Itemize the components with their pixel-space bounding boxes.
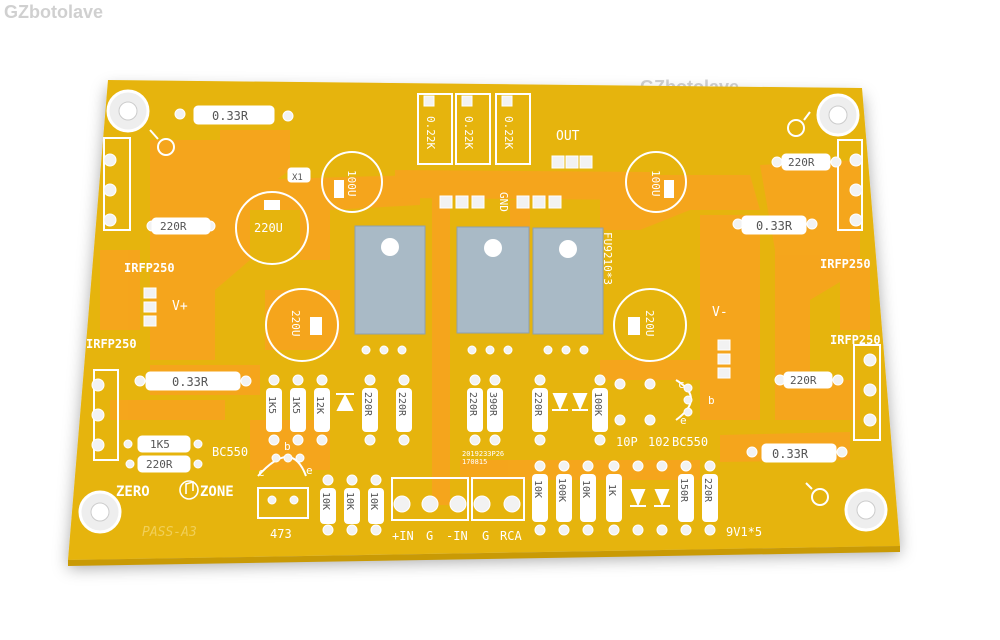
label-v-220r-b: 220R [396, 392, 407, 417]
label-fu: FU9210*3 [601, 232, 614, 285]
label-r220-left: 220R [160, 220, 187, 233]
label-v-100k-a: 100K [592, 392, 603, 416]
label-r220-left-low: 220R [146, 458, 173, 471]
label-r033-1: 0.33R [212, 109, 249, 123]
mounting-holes [78, 89, 888, 534]
music-note-icon [179, 480, 199, 500]
label-v-10k-d: 10K [532, 480, 543, 498]
label-220u-a: 220U [254, 221, 283, 235]
label-date-code: 2019233P26 [462, 450, 504, 458]
pin-label-b-left: b [284, 440, 291, 453]
label-out: OUT [556, 129, 580, 144]
label-r220-right-mid: 220R [790, 374, 817, 387]
board-edge [68, 546, 900, 566]
label-irfp-top-left: IRFP250 [124, 261, 175, 275]
pin-label-e-left: e [306, 464, 313, 477]
pin-label-c-right: c [678, 378, 685, 391]
label-c022-2: 0.22K [462, 116, 475, 149]
label-g2: G [482, 529, 489, 543]
label-v-220r-c: 220R [467, 392, 478, 417]
label-v-10k-e: 10K [580, 480, 591, 498]
label-v-220r-a: 220R [362, 392, 373, 417]
label-irfp-mid-right: IRFP250 [830, 333, 881, 347]
label-coil: X1 [292, 173, 303, 183]
label-bc550-left: BC550 [212, 445, 248, 459]
pads [91, 95, 877, 536]
screw-icon [149, 111, 829, 506]
label-r033-4: 0.33R [772, 447, 809, 461]
label-v-10k-a: 10K [320, 492, 331, 510]
watermark-top-left: GZbotolave [4, 2, 104, 22]
logo-zone: ZONE [200, 484, 234, 500]
label-473: 473 [270, 527, 292, 541]
label-in-neg: -IN [446, 529, 468, 543]
silkscreen [93, 93, 881, 521]
label-v-plus: V+ [172, 299, 188, 314]
label-220u-c: 220U [643, 310, 656, 337]
label-100u-left: 100U [345, 170, 358, 197]
label-v-390r: 390R [487, 392, 498, 417]
label-v-10k-c: 10K [368, 492, 379, 510]
label-in-pos: +IN [392, 529, 414, 543]
label-date-code2: 170815 [462, 458, 487, 466]
label-r033-3: 0.33R [756, 219, 793, 233]
label-rca: RCA [500, 529, 522, 543]
label-v-220r-d: 220R [532, 392, 543, 417]
label-v-1k: 1K [606, 484, 617, 496]
copper-layer [100, 130, 870, 505]
label-220u-b: 220U [289, 310, 302, 337]
label-irfp-top-right: IRFP250 [820, 257, 871, 271]
resistor-bodies [137, 105, 837, 473]
label-v-150r: 150R [678, 478, 689, 503]
label-gnd: GND [497, 192, 510, 212]
label-v-100k-b: 100K [556, 478, 567, 502]
label-r033-2: 0.33R [172, 375, 209, 389]
label-zener: 9V1*5 [726, 525, 762, 539]
label-v-10k-b: 10K [344, 492, 355, 510]
diode-icons [336, 393, 670, 507]
label-v-220r-e: 220R [702, 478, 713, 503]
mosfet-tabs [354, 225, 604, 335]
logo-zero: ZERO [116, 484, 150, 500]
pin-label-c-left: c [258, 466, 265, 479]
label-10p: 10P [616, 435, 638, 449]
label-c022-3: 0.22K [502, 116, 515, 149]
label-102: 102 [648, 435, 670, 449]
pin-label-e-right: e [680, 414, 687, 427]
label-r1k5-left: 1K5 [150, 438, 170, 451]
label-v-12k: 12K [314, 396, 325, 414]
label-r220-right-top: 220R [788, 156, 815, 169]
resistor-bodies-vertical [266, 388, 718, 524]
label-bc550-right: BC550 [672, 435, 708, 449]
label-100u-right: 100U [649, 170, 662, 197]
label-v-1k5-a: 1K5 [266, 396, 277, 414]
cap-polarity [264, 180, 674, 335]
label-v-minus: V- [712, 305, 728, 320]
label-g1: G [426, 529, 433, 543]
label-board-name: PASS-A3 [142, 525, 197, 540]
label-c022-1: 0.22K [424, 116, 437, 149]
pin-label-b-right: b [708, 394, 715, 407]
label-irfp-mid-left: IRFP250 [86, 337, 137, 351]
label-v-1k5-b: 1K5 [290, 396, 301, 414]
